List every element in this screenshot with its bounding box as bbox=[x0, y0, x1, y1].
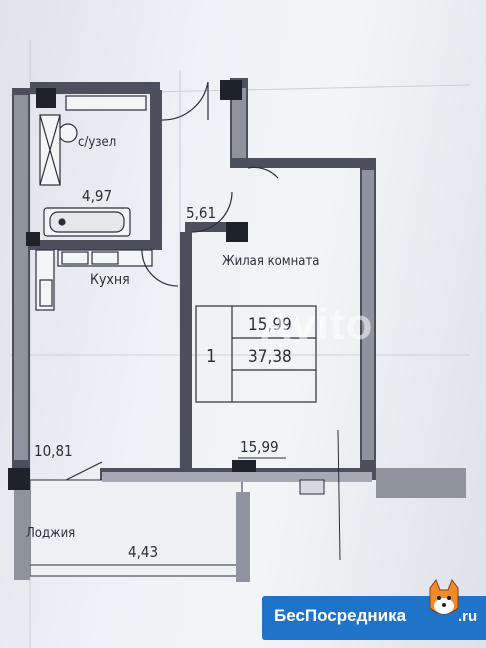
hatched-walls bbox=[14, 88, 374, 460]
living-label: Жилая комната bbox=[222, 254, 319, 269]
bathroom-fixtures bbox=[39, 95, 147, 237]
kitchen-counter bbox=[35, 249, 153, 311]
columns bbox=[8, 80, 256, 490]
summary-table bbox=[195, 305, 317, 403]
loggia-area: 4,43 bbox=[128, 543, 158, 561]
bathroom-area: 4,97 bbox=[82, 187, 112, 205]
loggia-label: Лоджия bbox=[26, 526, 75, 541]
summary-total-area: 37,38 bbox=[248, 347, 292, 367]
watermark-text: Avito bbox=[260, 300, 374, 349]
kitchen-area: 10,81 bbox=[34, 442, 73, 460]
living-area: 15,99 bbox=[240, 438, 279, 456]
summary-living-area: 15,99 bbox=[248, 315, 292, 335]
fox-mascot-icon bbox=[429, 578, 459, 615]
banner-domain: .ru bbox=[458, 608, 478, 625]
bathroom-label: с/узел bbox=[78, 135, 116, 150]
banner-name: БесПосредника bbox=[274, 606, 407, 625]
hall-area: 5,61 bbox=[186, 204, 216, 222]
summary-rooms-count: 1 bbox=[206, 346, 216, 367]
door-swings bbox=[61, 81, 279, 483]
pointer-lines bbox=[238, 429, 341, 561]
loggia bbox=[14, 468, 466, 582]
kitchen-label: Кухня bbox=[90, 272, 130, 288]
